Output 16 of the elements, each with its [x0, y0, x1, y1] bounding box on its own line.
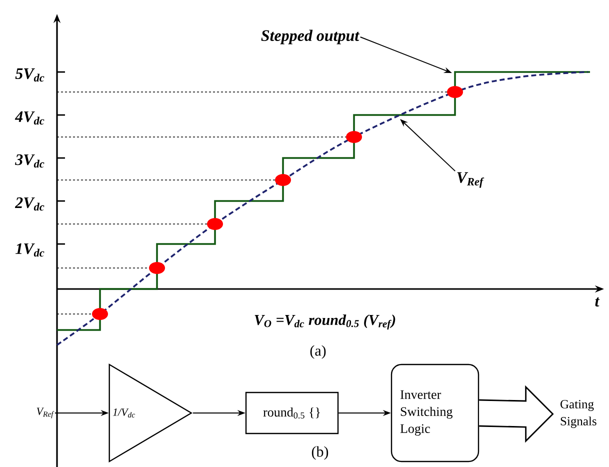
tick-label: 4V$_{dc}$ — [14, 111, 44, 125]
callout-label: V$_{Ref}$ — [457, 172, 484, 188]
output-label: Gating Signals — [560, 400, 596, 428]
process-box: round$_{0.5}$ {} — [245, 392, 339, 434]
block-arrow — [478, 385, 554, 443]
tick-label: 3V$_{dc}$ — [15, 154, 44, 168]
tick-label: 1V$_{dc}$ — [16, 243, 44, 257]
panel-label: (a) — [310, 345, 326, 359]
tick-label: 5V$_{dc}$ — [15, 68, 44, 82]
gain-label: 1/V$_{dc}$ — [112, 408, 135, 418]
axis-label: t — [595, 297, 600, 307]
process-box: Inverter Switching Logic — [390, 364, 480, 462]
callout-label: Stepped output — [261, 30, 360, 44]
equation-label: V$_{O}$ =V$_{dc}$ round$_{0.5}$ (V$_{ref}$) — [254, 314, 396, 330]
tick-label: 2V$_{dc}$ — [14, 197, 44, 211]
input-label: V$_{Ref}$ — [36, 408, 54, 418]
